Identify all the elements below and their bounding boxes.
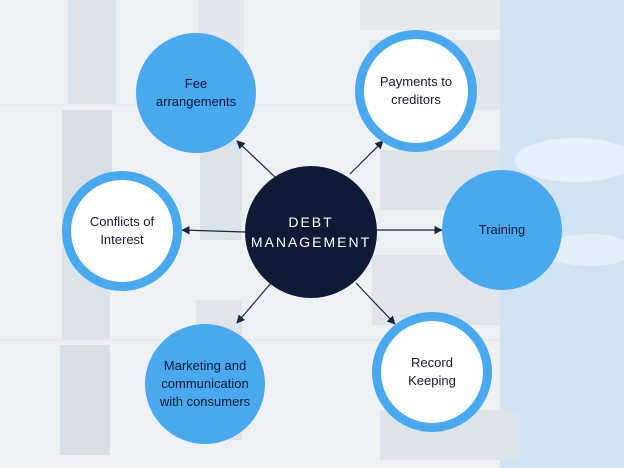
node-marketing-and-communication: Marketing and communication with consume… bbox=[145, 324, 265, 444]
arrow-to-payments bbox=[349, 140, 384, 175]
arrow-to-record bbox=[355, 282, 396, 325]
center-label-line1: DEBT bbox=[288, 214, 334, 230]
arrow-to-marketing bbox=[236, 282, 272, 324]
node-record-keeping: Record Keeping bbox=[372, 312, 492, 432]
node-training: Training bbox=[442, 170, 562, 290]
node-payments-to-creditors: Payments to creditors bbox=[355, 30, 477, 152]
debt-management-center-node: DEBT MANAGEMENT bbox=[245, 166, 377, 298]
arrow-to-fee bbox=[236, 140, 277, 179]
node-conflicts-of-interest: Conflicts of Interest bbox=[62, 171, 182, 291]
node-fee-arrangements: Fee arrangements bbox=[136, 33, 256, 153]
arrow-to-conflicts bbox=[181, 226, 246, 235]
center-label-line2: MANAGEMENT bbox=[250, 234, 372, 250]
